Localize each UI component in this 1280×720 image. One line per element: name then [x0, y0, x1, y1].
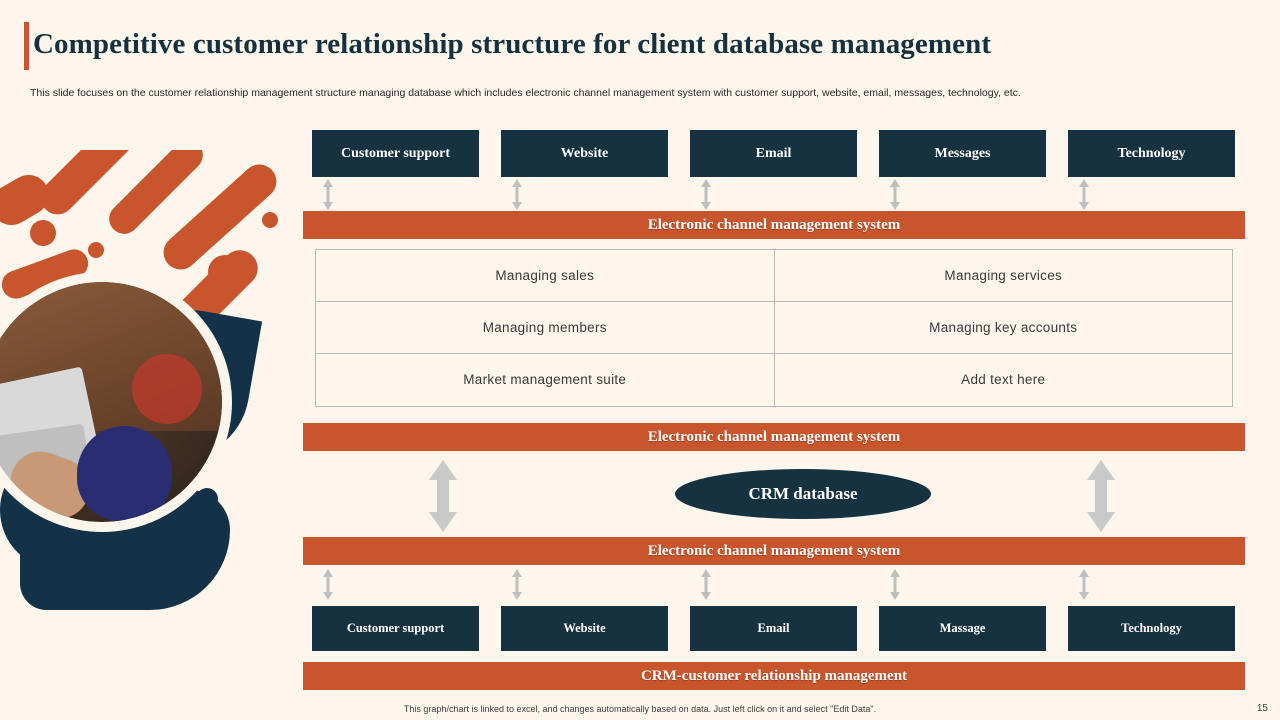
ecms-bar-bottom[interactable]: Electronic channel management system	[303, 537, 1245, 565]
decor-shape	[154, 242, 266, 354]
photo-avatar	[0, 275, 229, 529]
page-number: 15	[1256, 703, 1268, 714]
title-accent-bar	[24, 22, 29, 70]
bottom-channel-technology[interactable]: Technology	[1068, 606, 1235, 651]
decor-dot	[30, 220, 56, 246]
big-arrow-left	[428, 460, 458, 532]
connector-arrow-bottom-5	[1076, 569, 1092, 600]
bar-label: CRM-customer relationship management	[640, 667, 908, 684]
decor-dot	[208, 255, 242, 289]
box-label: Customer support	[346, 621, 445, 635]
decor-dot	[262, 212, 278, 228]
bottom-channel-massage[interactable]: Massage	[879, 606, 1046, 651]
decor-shape	[20, 490, 230, 610]
page-title: Competitive customer relationship struct…	[33, 28, 992, 60]
bar-label: Electronic channel management system	[647, 542, 901, 559]
top-channel-customer-support[interactable]: Customer support	[312, 130, 479, 177]
top-channel-email[interactable]: Email	[690, 130, 857, 177]
box-label: Technology	[1121, 621, 1182, 635]
connector-arrow-bottom-4	[887, 569, 903, 600]
photo-image	[0, 282, 222, 522]
decor-shape	[0, 450, 120, 570]
big-arrow-right	[1086, 460, 1116, 532]
table-row: Managing members Managing key accounts	[316, 301, 1232, 354]
table-cell: Managing key accounts	[774, 302, 1232, 354]
footnote: This graph/chart is linked to excel, and…	[403, 704, 877, 714]
table-row: Managing sales Managing services	[316, 250, 1232, 302]
decor-shape	[0, 245, 93, 303]
decorative-artwork	[0, 150, 300, 710]
connector-arrow-bottom-2	[509, 569, 525, 600]
connector-arrow-top-3	[698, 179, 714, 210]
box-label: Email	[757, 621, 790, 635]
decor-shape	[0, 167, 56, 233]
box-label: Website	[563, 621, 606, 635]
crm-database-node[interactable]: CRM database	[675, 469, 931, 519]
crm-footer-bar[interactable]: CRM-customer relationship management	[303, 662, 1245, 690]
bottom-channel-website[interactable]: Website	[501, 606, 668, 651]
top-channel-website[interactable]: Website	[501, 130, 668, 177]
connector-arrow-top-2	[509, 179, 525, 210]
bar-label: Electronic channel management system	[647, 216, 901, 233]
connector-arrow-bottom-3	[698, 569, 714, 600]
box-label: Massage	[939, 621, 986, 635]
bottom-channel-customer-support[interactable]: Customer support	[312, 606, 479, 651]
decor-dot	[74, 550, 88, 564]
table-cell: Market management suite	[316, 353, 775, 406]
table-cell: Managing sales	[316, 250, 775, 302]
connector-arrow-top-4	[887, 179, 903, 210]
connector-arrow-bottom-1	[320, 569, 336, 600]
ellipse-label: CRM database	[748, 484, 858, 503]
table-cell: Managing members	[316, 301, 775, 354]
box-label: Messages	[934, 145, 991, 161]
bar-label: Electronic channel management system	[647, 428, 901, 445]
top-channel-messages[interactable]: Messages	[879, 130, 1046, 177]
box-label: Technology	[1117, 145, 1186, 161]
management-matrix-table: Managing sales Managing services Managin…	[315, 249, 1233, 407]
decor-dot	[40, 580, 88, 606]
box-label: Website	[560, 145, 609, 161]
ecms-bar-middle[interactable]: Electronic channel management system	[303, 423, 1245, 451]
decor-dot	[96, 570, 106, 580]
top-channel-technology[interactable]: Technology	[1068, 130, 1235, 177]
decor-dot	[196, 488, 218, 510]
decor-dot	[150, 450, 198, 498]
box-label: Email	[755, 145, 792, 161]
connector-arrow-top-5	[1076, 179, 1092, 210]
table-row: Market management suite Add text here	[316, 353, 1232, 406]
decor-shape	[156, 157, 284, 277]
decor-shape	[33, 150, 143, 222]
ecms-bar-top[interactable]: Electronic channel management system	[303, 211, 1245, 239]
table-cell: Managing services	[774, 250, 1232, 302]
decor-shape	[102, 150, 210, 241]
decor-dot	[88, 242, 104, 258]
decor-shape	[117, 300, 263, 470]
connector-arrow-top-1	[320, 179, 336, 210]
table-cell: Add text here	[961, 372, 1046, 388]
bottom-channel-email[interactable]: Email	[690, 606, 857, 651]
page-subtitle: This slide focuses on the customer relat…	[30, 87, 1021, 99]
box-label: Customer support	[340, 145, 451, 161]
